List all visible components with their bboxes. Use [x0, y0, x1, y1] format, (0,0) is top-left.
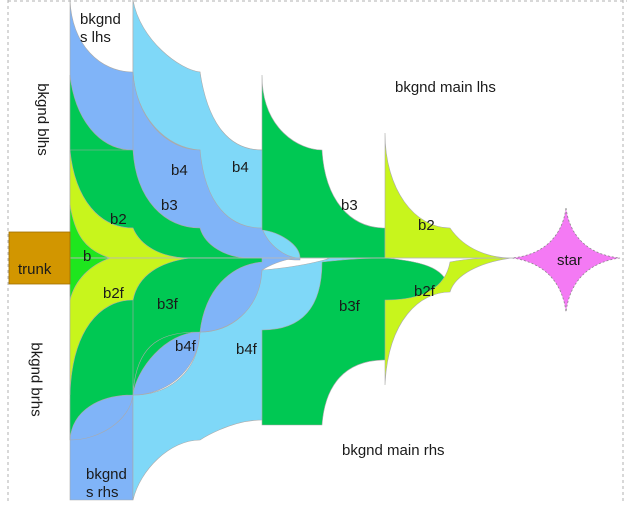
label-bkgnd-s-lhs: bkgnd s lhs [80, 11, 121, 46]
label-b4f-b: b4f [236, 341, 257, 358]
shape-b3-right [261, 74, 386, 259]
label-bkgnd-main-lhs: bkgnd main lhs [395, 79, 496, 96]
label-b2f-a: b2f [103, 285, 124, 302]
label-b3f-b: b3f [339, 298, 360, 315]
trunk-shape [8, 231, 71, 285]
label-b2-a: b2 [110, 211, 127, 228]
label-bkgnd-s-rhs: bkgnd s rhs [86, 466, 127, 501]
star-shape [511, 207, 621, 313]
label-b: b [83, 248, 92, 265]
label-b3-b: b3 [341, 197, 358, 214]
upper-branches [69, 0, 513, 261]
shape-b2f-left [69, 257, 191, 396]
frame-guides [7, 0, 627, 502]
label-b2-b: b2 [418, 217, 435, 234]
label-star: star [557, 252, 583, 269]
label-b4-b: b4 [232, 159, 249, 176]
label-bkgnd-main-rhs: bkgnd main rhs [342, 442, 445, 459]
label-trunk: trunk [18, 261, 52, 278]
label-b3-a: b3 [161, 197, 178, 214]
label-b4f-a: b4f [175, 338, 196, 355]
label-b3f-a: b3f [157, 296, 178, 313]
label-b2f-b: b2f [414, 283, 435, 300]
label-bkgnd-brhs: bkgnd brhs [27, 342, 45, 417]
label-bkgnd-blhs: bkgnd blhs [33, 83, 51, 156]
shape-b2-left [69, 149, 191, 259]
lower-branches [69, 257, 513, 501]
shape-b2-right [384, 132, 513, 259]
label-b4-a: b4 [171, 162, 188, 179]
